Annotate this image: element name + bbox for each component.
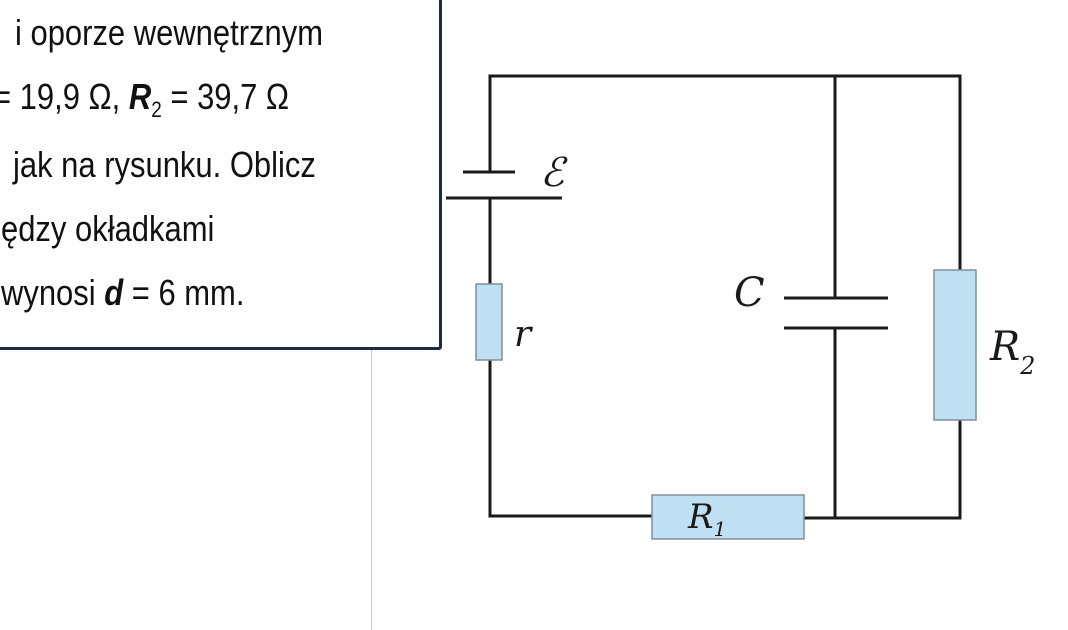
- emf-label: ℰ: [540, 150, 568, 196]
- circuit-wires: [488, 74, 962, 520]
- r1-value-text: = 19,9 Ω,: [0, 76, 129, 117]
- problem-line-5: wynosi d = 6 mm.: [1, 273, 244, 313]
- r2-value-text: = 39,7 Ω: [161, 76, 290, 117]
- r1-label-subscript: 1: [714, 517, 727, 541]
- r-label: r: [514, 314, 533, 355]
- d-after-text: = 6 mm.: [123, 272, 245, 313]
- resistor-r2: [933, 269, 977, 421]
- r2-label: R2: [989, 324, 1035, 380]
- r1-label: R1: [687, 497, 726, 541]
- resistor-r1: [651, 494, 805, 540]
- r2-subscript: 2: [151, 97, 162, 122]
- d-symbol: d: [104, 272, 124, 313]
- problem-text-box: i oporze wewnętrznym = 19,9 Ω, R2 = 39,7…: [0, 0, 442, 350]
- c-label: C: [734, 270, 765, 316]
- d-before-text: wynosi: [1, 272, 105, 313]
- problem-line-1: i oporze wewnętrznym: [15, 12, 324, 53]
- resistor-r: [475, 283, 503, 361]
- r1-label-letter: R: [687, 497, 714, 537]
- r2-label-letter: R: [989, 324, 1020, 370]
- page-divider-line: [371, 340, 372, 630]
- problem-line-4: ędzy okładkami: [1, 208, 215, 249]
- r2-symbol: R: [128, 76, 152, 117]
- r2-label-subscript: 2: [1019, 352, 1035, 380]
- problem-line-3: jak na rysunku. Oblicz: [13, 144, 316, 185]
- problem-line-2: = 19,9 Ω, R2 = 39,7 Ω: [0, 76, 290, 121]
